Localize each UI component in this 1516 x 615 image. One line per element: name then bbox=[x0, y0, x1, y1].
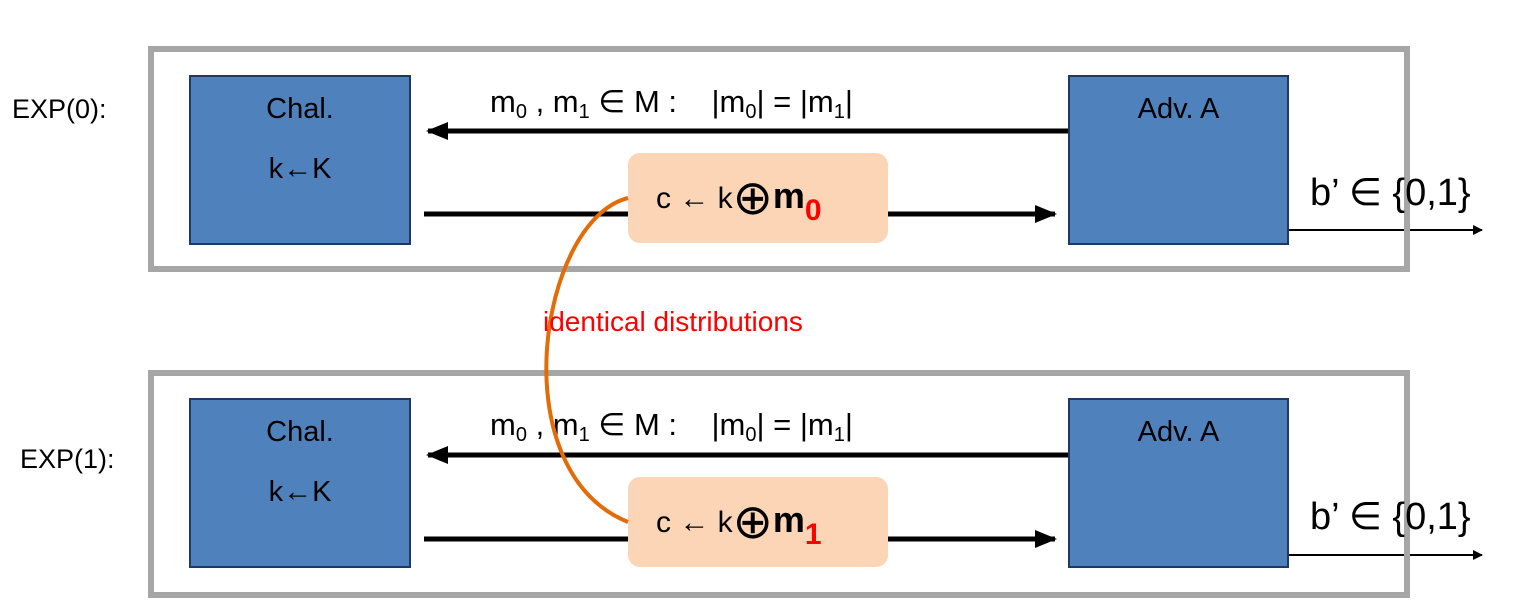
ciphertext-bubble-0: c ← k⊕m0 bbox=[628, 153, 888, 243]
adversary-title: Adv. A bbox=[1137, 416, 1220, 448]
ciphertext-expression: c ← k⊕m0 bbox=[656, 172, 822, 228]
experiment-label-1: EXP(1): bbox=[20, 444, 115, 474]
challenger-box-0: Chal. k←K bbox=[189, 75, 411, 245]
experiment-label-0: EXP(0): bbox=[12, 94, 107, 124]
query-message-1: m0 , m1 ∈ M : |m0| = |m1| bbox=[490, 407, 853, 446]
challenger-keygen: k←K bbox=[268, 476, 332, 508]
xor-symbol: ⊕ bbox=[732, 172, 773, 225]
adversary-output-0: b’ ∈ {0,1} bbox=[1310, 172, 1471, 214]
challenger-title: Chal. bbox=[266, 93, 334, 125]
challenger-box-1: Chal. k←K bbox=[189, 398, 411, 568]
challenger-keygen: k←K bbox=[268, 153, 332, 185]
query-message-0: m0 , m1 ∈ M : |m0| = |m1| bbox=[490, 84, 853, 123]
challenger-title: Chal. bbox=[266, 416, 334, 448]
experiment-frame-0 bbox=[148, 46, 1410, 272]
message-index: 0 bbox=[804, 194, 822, 227]
adversary-output-1: b’ ∈ {0,1} bbox=[1310, 496, 1471, 538]
message-index: 1 bbox=[804, 518, 822, 551]
ciphertext-expression: c ← k⊕m1 bbox=[656, 496, 822, 552]
identical-distributions-label: identical distributions bbox=[543, 306, 803, 337]
ciphertext-bubble-1: c ← k⊕m1 bbox=[628, 477, 888, 567]
xor-symbol: ⊕ bbox=[732, 496, 773, 549]
adversary-box-1: Adv. A bbox=[1068, 398, 1289, 568]
adversary-box-0: Adv. A bbox=[1068, 75, 1289, 245]
adversary-title: Adv. A bbox=[1137, 93, 1220, 125]
experiment-frame-1 bbox=[148, 370, 1410, 598]
